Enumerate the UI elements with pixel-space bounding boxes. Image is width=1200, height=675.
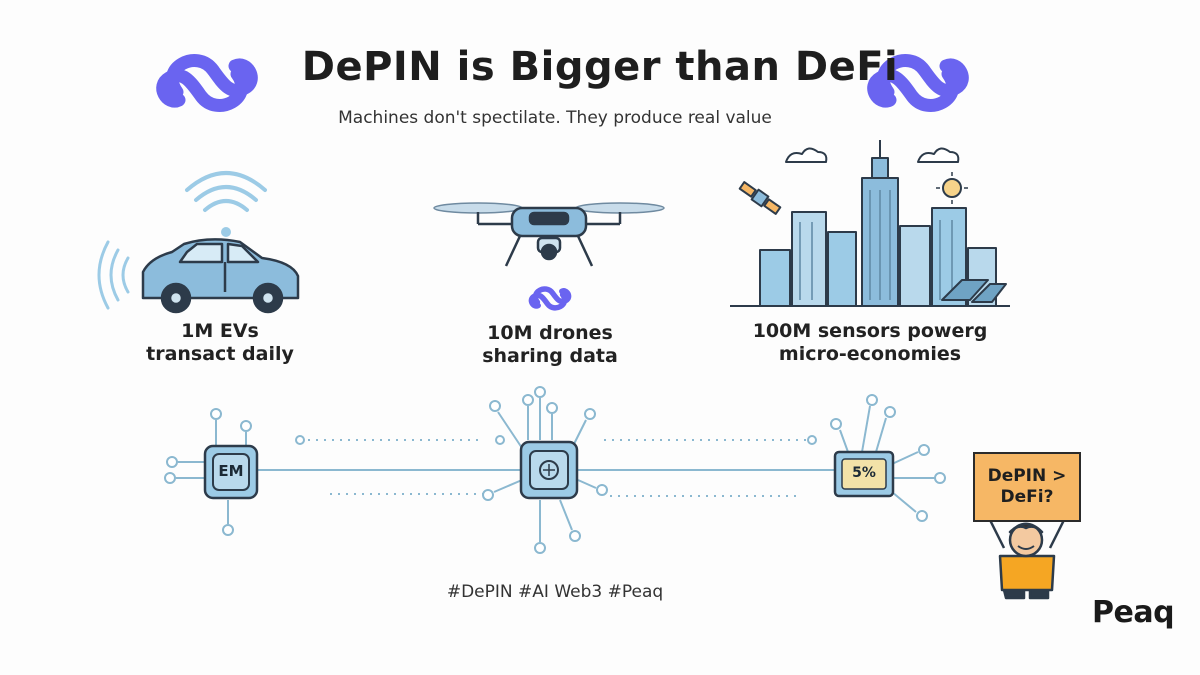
city-icon	[730, 140, 1010, 307]
chip-icon-left	[203, 444, 259, 500]
caption-sensors-line1: 100M sensors powerg	[752, 320, 988, 342]
chip-icon-center	[519, 440, 579, 500]
network-nodes	[164, 386, 946, 554]
caption-sensors-line2: micro-economies	[778, 343, 962, 365]
sign-line1: DePIN >	[987, 466, 1067, 486]
caption-drones-line2: sharing data	[482, 345, 618, 367]
page-subtitle: Machines don't spectilate. They produce …	[338, 108, 772, 128]
network-dotted-lines	[300, 439, 812, 497]
caption-sensors: 100M sensors powerg micro-economies	[720, 320, 1020, 366]
car-icon	[141, 238, 300, 314]
page-title: DePIN is Bigger than DeFi	[301, 44, 899, 90]
question-sign: DePIN > DeFi?	[973, 452, 1081, 522]
person-icon	[988, 519, 1066, 600]
caption-drones-line1: 10M drones	[487, 322, 613, 344]
caption-drones: 10M drones sharing data	[440, 322, 660, 368]
chip-left-label: EM	[218, 462, 244, 480]
chip-icon-right	[833, 450, 895, 498]
drone-icon	[433, 202, 665, 267]
sign-line2: DeFi?	[1000, 487, 1054, 507]
peaq-logo-icon-small	[531, 289, 568, 308]
caption-evs-line1: 1M EVs	[181, 320, 259, 342]
brand-wordmark: Peaq	[1092, 595, 1175, 630]
caption-evs-line2: transact daily	[146, 343, 294, 365]
caption-evs: 1M EVs transact daily	[120, 320, 320, 366]
signal-waves-icon	[97, 240, 130, 310]
wifi-icon	[185, 171, 267, 237]
chip-right-label: 5%	[852, 465, 876, 481]
hashtags: #DePIN #AI Web3 #Peaq	[446, 582, 664, 602]
network-lines	[176, 398, 935, 542]
